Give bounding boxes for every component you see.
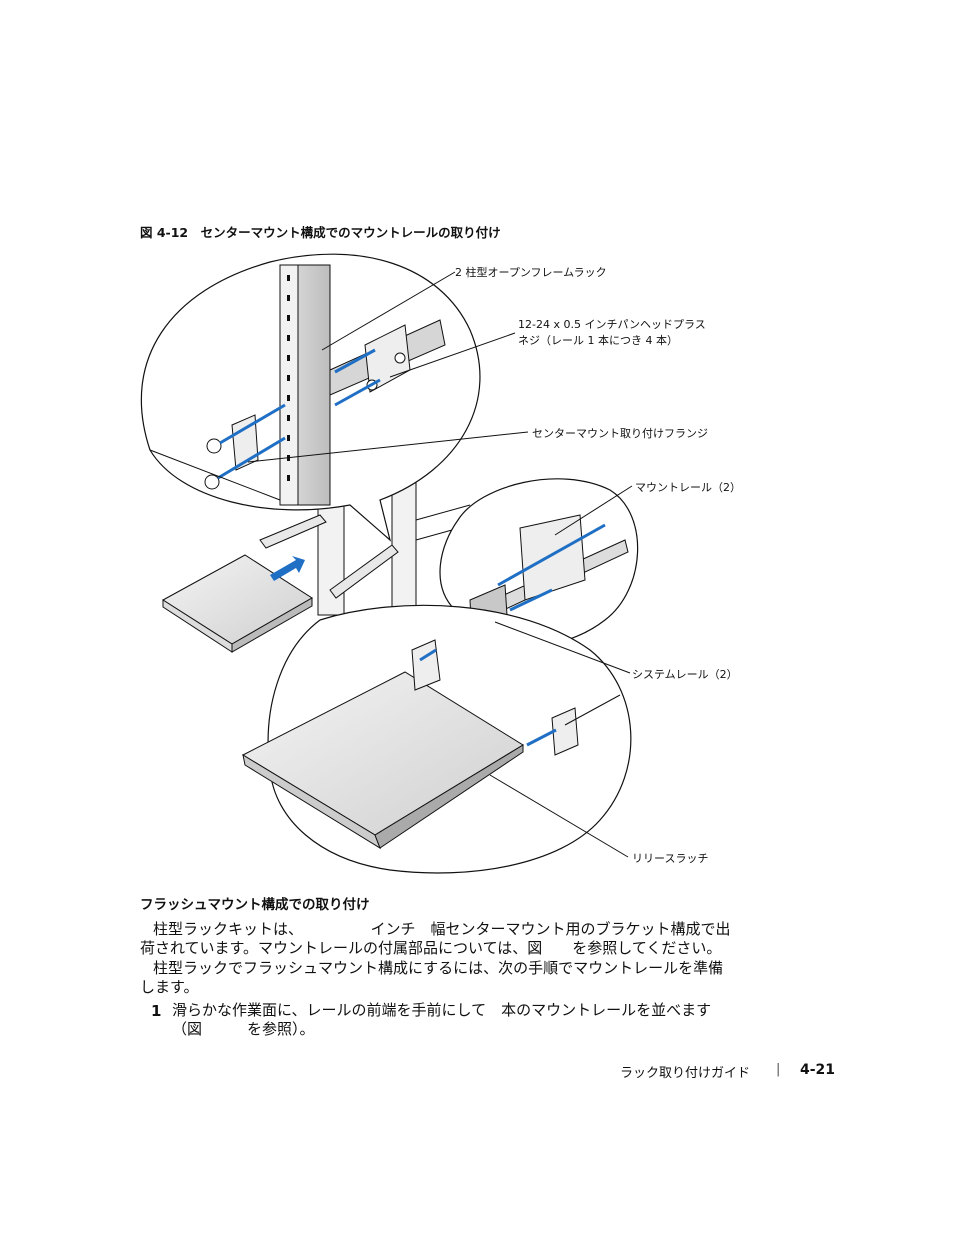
step-number: 1 xyxy=(151,1002,162,1020)
paragraph-2-line-1: 柱型ラックでフラッシュマウント構成にするには、次の手順でマウントレールを準備 xyxy=(153,959,724,977)
footer-page-number: 4-21 xyxy=(800,1062,836,1078)
callout-mount-rail: マウントレール（2） xyxy=(635,481,741,494)
step-text-line-1: 滑らかな作業面に、レールの前端を手前にして 本のマウントレールを並べます xyxy=(172,1001,712,1019)
paragraph-1-line-2: 荷されています。マウントレールの付属部品については、図 を参照してください。 xyxy=(140,939,722,957)
callout-rack: 2 柱型オープンフレームラック xyxy=(455,266,607,279)
callout-leaders xyxy=(247,271,633,858)
callout-release-latch: リリースラッチ xyxy=(632,852,709,865)
paragraph-2-line-2: します。 xyxy=(140,978,199,996)
zoom-circle-server xyxy=(241,604,632,874)
callout-flange: センターマウント取り付けフランジ xyxy=(532,427,708,440)
callout-screw-line2: ネジ（レール 1 本につき 4 本） xyxy=(518,334,678,347)
step-text-line-2: （図 を参照）。 xyxy=(172,1020,315,1038)
footer-guide-title: ラック取り付けガイド xyxy=(620,1066,751,1081)
footer-separator: | xyxy=(776,1062,781,1077)
insert-arrow xyxy=(270,556,305,581)
rack-posts-background xyxy=(259,479,471,616)
section-heading: フラッシュマウント構成での取り付け xyxy=(140,897,370,913)
figure-title: 図 4-12 センターマウント構成でのマウントレールの取り付け xyxy=(140,225,501,240)
callout-system-rail: システムレール（2） xyxy=(632,668,738,681)
zoom-circle-rack-post xyxy=(140,253,481,542)
paragraph-1-line-1: 柱型ラックキットは、 インチ 幅センターマウント用のブラケット構成で出 xyxy=(153,920,731,938)
callout-screw-line1: 12-24 x 0.5 インチパンヘッドプラス xyxy=(518,318,706,331)
